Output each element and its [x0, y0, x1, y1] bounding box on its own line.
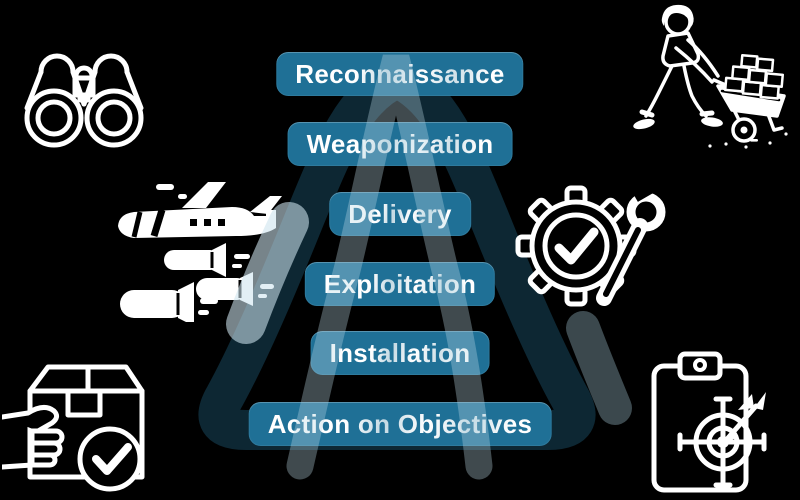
stage-label-weaponization: Weaponization — [306, 129, 494, 159]
stage-label-action-on-objectives: Action on Objectives — [267, 409, 533, 439]
stage-pill-exploitation: Exploitation — [304, 262, 496, 306]
wheelbarrow-worker-icon — [630, 2, 790, 152]
stage-label-reconnaissance: Reconnaissance — [295, 59, 505, 89]
gear-check-wrench-icon — [514, 176, 689, 316]
stage-pill-reconnaissance: Reconnaissance — [276, 52, 524, 96]
stage-pill-delivery: Delivery — [329, 192, 471, 236]
stage-label-delivery: Delivery — [348, 199, 452, 229]
stage-label-installation: Installation — [329, 338, 471, 368]
stage-pill-weaponization: Weaponization — [287, 122, 513, 166]
binoculars-icon — [14, 26, 154, 151]
stage-pill-action-on-objectives: Action on Objectives — [248, 402, 552, 446]
bomber-plane-icon — [112, 174, 292, 322]
stage-label-exploitation: Exploitation — [323, 269, 477, 299]
clipboard-target-icon — [642, 348, 768, 498]
package-check-icon — [2, 355, 152, 500]
stage-pill-installation: Installation — [310, 331, 490, 375]
